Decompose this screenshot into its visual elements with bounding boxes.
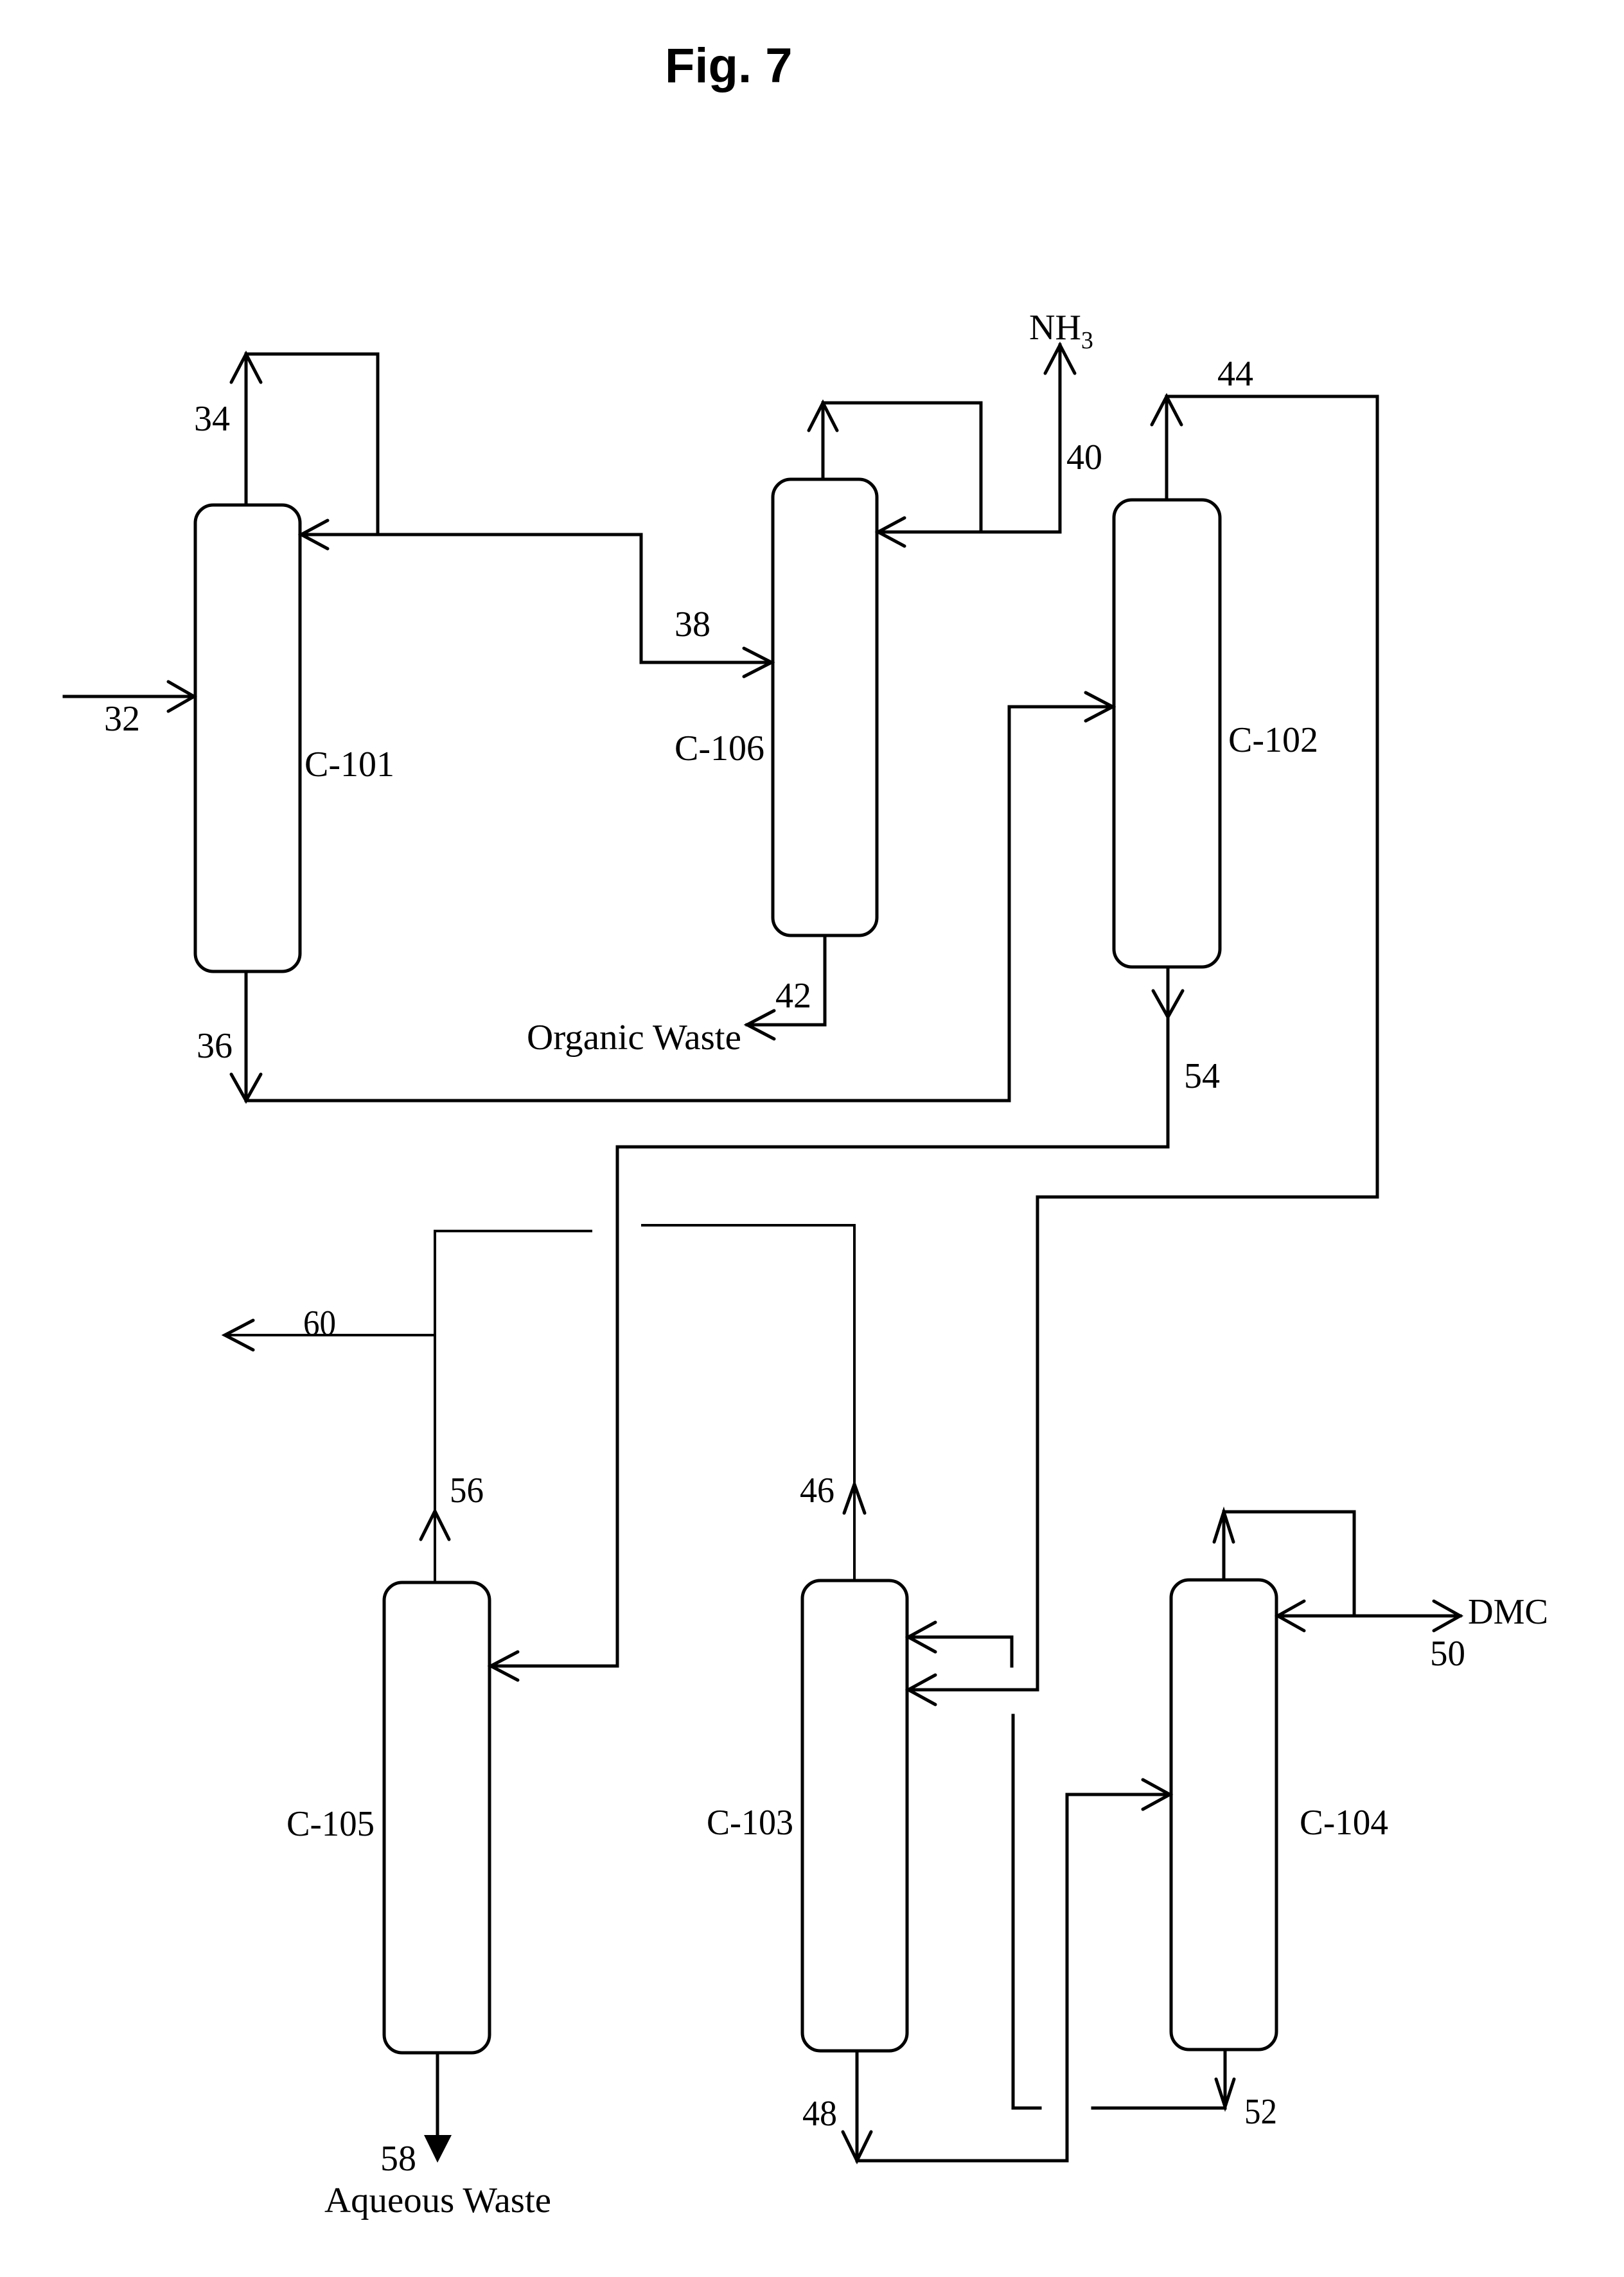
stream-54 bbox=[491, 967, 1183, 1680]
stream-label-38: 38 bbox=[675, 605, 710, 644]
stream-label-36: 36 bbox=[197, 1026, 233, 1066]
column-label-c106: C-106 bbox=[675, 729, 764, 768]
stream-label-56: 56 bbox=[450, 1471, 484, 1511]
nh3-subscript: 3 bbox=[1081, 327, 1093, 354]
column-label-c103: C-103 bbox=[707, 1803, 793, 1843]
product-label-dmc: DMC bbox=[1468, 1592, 1548, 1632]
stream-label-42: 42 bbox=[775, 976, 811, 1016]
stream-label-48: 48 bbox=[802, 2094, 837, 2134]
column-c103 bbox=[802, 1581, 907, 2051]
stream-label-50: 50 bbox=[1430, 1634, 1465, 1674]
stream-label-46: 46 bbox=[800, 1471, 834, 1511]
column-c105 bbox=[384, 1582, 490, 2053]
arrow-down-filled-icon bbox=[424, 2135, 452, 2163]
product-label-nh3: NH3 bbox=[1029, 308, 1093, 354]
stream-40 bbox=[878, 345, 1075, 546]
figure-title: Fig. 7 bbox=[665, 39, 792, 93]
column-label-c105: C-105 bbox=[287, 1804, 375, 1844]
product-label-aqueous-waste: Aqueous Waste bbox=[324, 2181, 551, 2220]
stream-label-40: 40 bbox=[1066, 438, 1102, 477]
column-c102 bbox=[1114, 500, 1220, 967]
stream-label-44: 44 bbox=[1217, 354, 1253, 394]
stream-label-52: 52 bbox=[1244, 2092, 1277, 2132]
column-c106 bbox=[773, 479, 877, 935]
nh3-main: NH bbox=[1029, 308, 1081, 348]
stream-52 bbox=[1216, 2050, 1234, 2107]
column-label-c102: C-102 bbox=[1228, 720, 1318, 760]
column-label-c101: C-101 bbox=[304, 745, 394, 784]
stream-58 bbox=[424, 2054, 452, 2163]
column-label-c104: C-104 bbox=[1300, 1803, 1388, 1843]
stream-label-32: 32 bbox=[104, 699, 140, 739]
column-c104 bbox=[1171, 1580, 1276, 2050]
column-c101 bbox=[195, 505, 300, 971]
stream-56 bbox=[421, 1231, 591, 1582]
stream-label-60: 60 bbox=[303, 1304, 336, 1343]
stream-label-54: 54 bbox=[1184, 1056, 1220, 1096]
stream-50 bbox=[1278, 1601, 1460, 1631]
stream-c103-reflux bbox=[908, 1622, 1012, 1666]
product-label-organic-waste: Organic Waste bbox=[527, 1018, 741, 1058]
stream-46 bbox=[642, 1225, 865, 1581]
stream-label-34: 34 bbox=[194, 399, 230, 439]
stream-label-58: 58 bbox=[380, 2139, 416, 2179]
